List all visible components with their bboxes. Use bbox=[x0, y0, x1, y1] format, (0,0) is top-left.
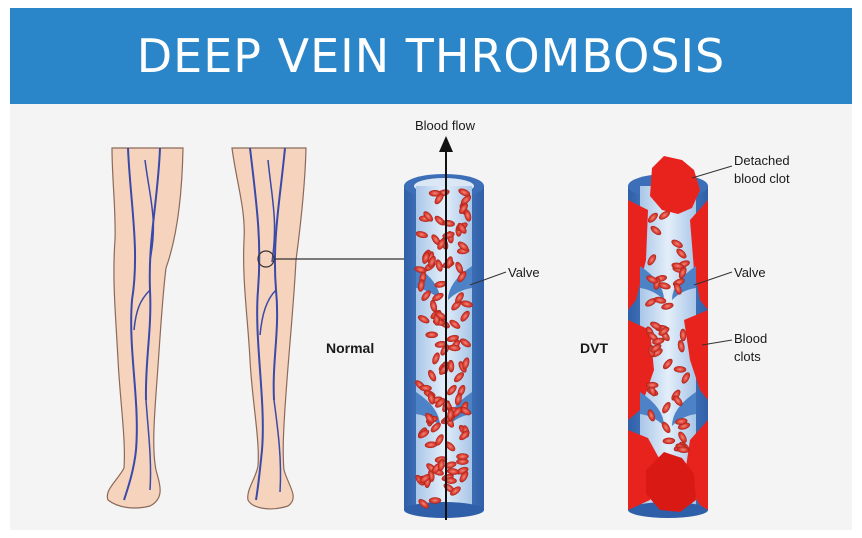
blood-flow-label: Blood flow bbox=[415, 118, 475, 134]
valve-label-dvt: Valve bbox=[734, 265, 766, 281]
red-blood-cell bbox=[680, 329, 686, 341]
left-leg bbox=[232, 148, 306, 509]
right-leg bbox=[107, 148, 183, 508]
red-blood-cell bbox=[448, 360, 455, 372]
red-blood-cell bbox=[663, 438, 675, 444]
normal-label: Normal bbox=[326, 340, 374, 356]
detached-clot-label-line1: Detached bbox=[734, 153, 790, 169]
blood-flow-arrowhead bbox=[439, 136, 453, 152]
normal-vein bbox=[404, 136, 484, 520]
red-blood-cell bbox=[419, 385, 431, 392]
blood-clots-label-line2: clots bbox=[734, 349, 761, 365]
red-blood-cell bbox=[646, 382, 658, 388]
blood-clots-label-line1: Blood bbox=[734, 331, 767, 347]
dvt-label: DVT bbox=[580, 340, 608, 356]
dvt-vein bbox=[628, 156, 708, 518]
red-blood-cell bbox=[426, 332, 438, 338]
detached-clot-label-line2: blood clot bbox=[734, 171, 790, 187]
red-blood-cell bbox=[456, 453, 468, 459]
red-blood-cell bbox=[429, 497, 441, 503]
detached-clot-leader bbox=[692, 166, 732, 178]
valve-label-normal: Valve bbox=[508, 265, 540, 281]
red-blood-cell bbox=[674, 366, 686, 373]
